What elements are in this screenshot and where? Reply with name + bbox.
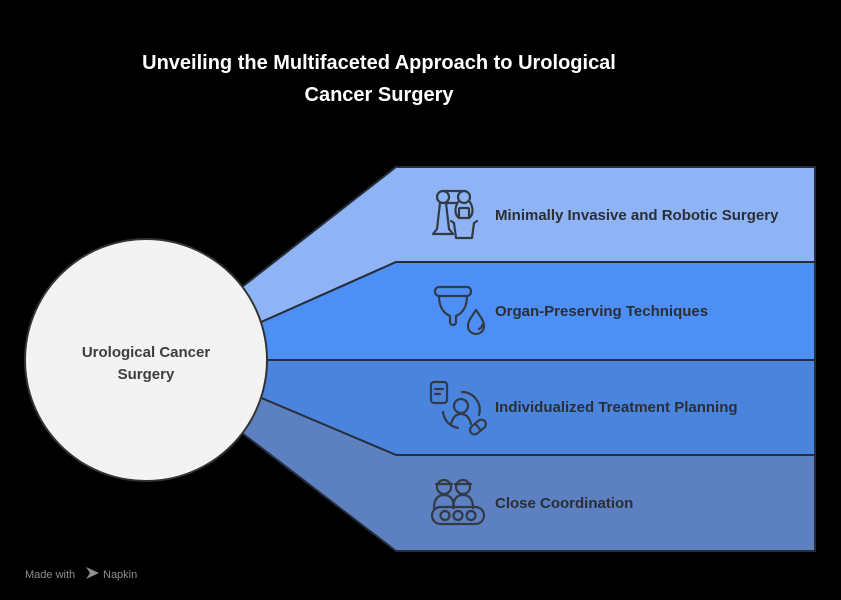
band-minimally-invasive-robotic-surgery: Minimally Invasive and Robotic Surgery — [241, 166, 816, 324]
page-title-line-2: Cancer Surgery — [305, 84, 455, 106]
band-label-3: Individualized Treatment Planning — [495, 399, 738, 416]
center-node-label-line-1: Urological Cancer — [82, 344, 211, 361]
treatment-plan-person-pill-icon — [429, 380, 488, 436]
watermark: Made with Napkin — [25, 567, 137, 581]
band-label-1: Minimally Invasive and Robotic Surgery — [495, 207, 779, 224]
watermark-brand: Napkin — [103, 569, 137, 581]
page-title: Unveiling the Multifaceted Approach to U… — [142, 52, 616, 106]
organ-cup-droplet-icon — [433, 285, 486, 336]
center-node: Urological Cancer Surgery — [24, 238, 268, 482]
page-title-line-1: Unveiling the Multifaceted Approach to U… — [142, 52, 616, 74]
surgical-team-icon — [430, 478, 486, 526]
band-label-2: Organ-Preserving Techniques — [495, 303, 708, 320]
robotic-surgery-arm-icon — [431, 189, 479, 240]
center-node-label-line-2: Surgery — [118, 366, 175, 383]
napkin-logo-icon — [86, 567, 99, 579]
band-label-4: Close Coordination — [495, 495, 633, 512]
watermark-prefix: Made with — [25, 569, 75, 581]
center-node-circle — [24, 238, 268, 482]
band-individualized-treatment-planning: Individualized Treatment Planning — [258, 359, 816, 456]
